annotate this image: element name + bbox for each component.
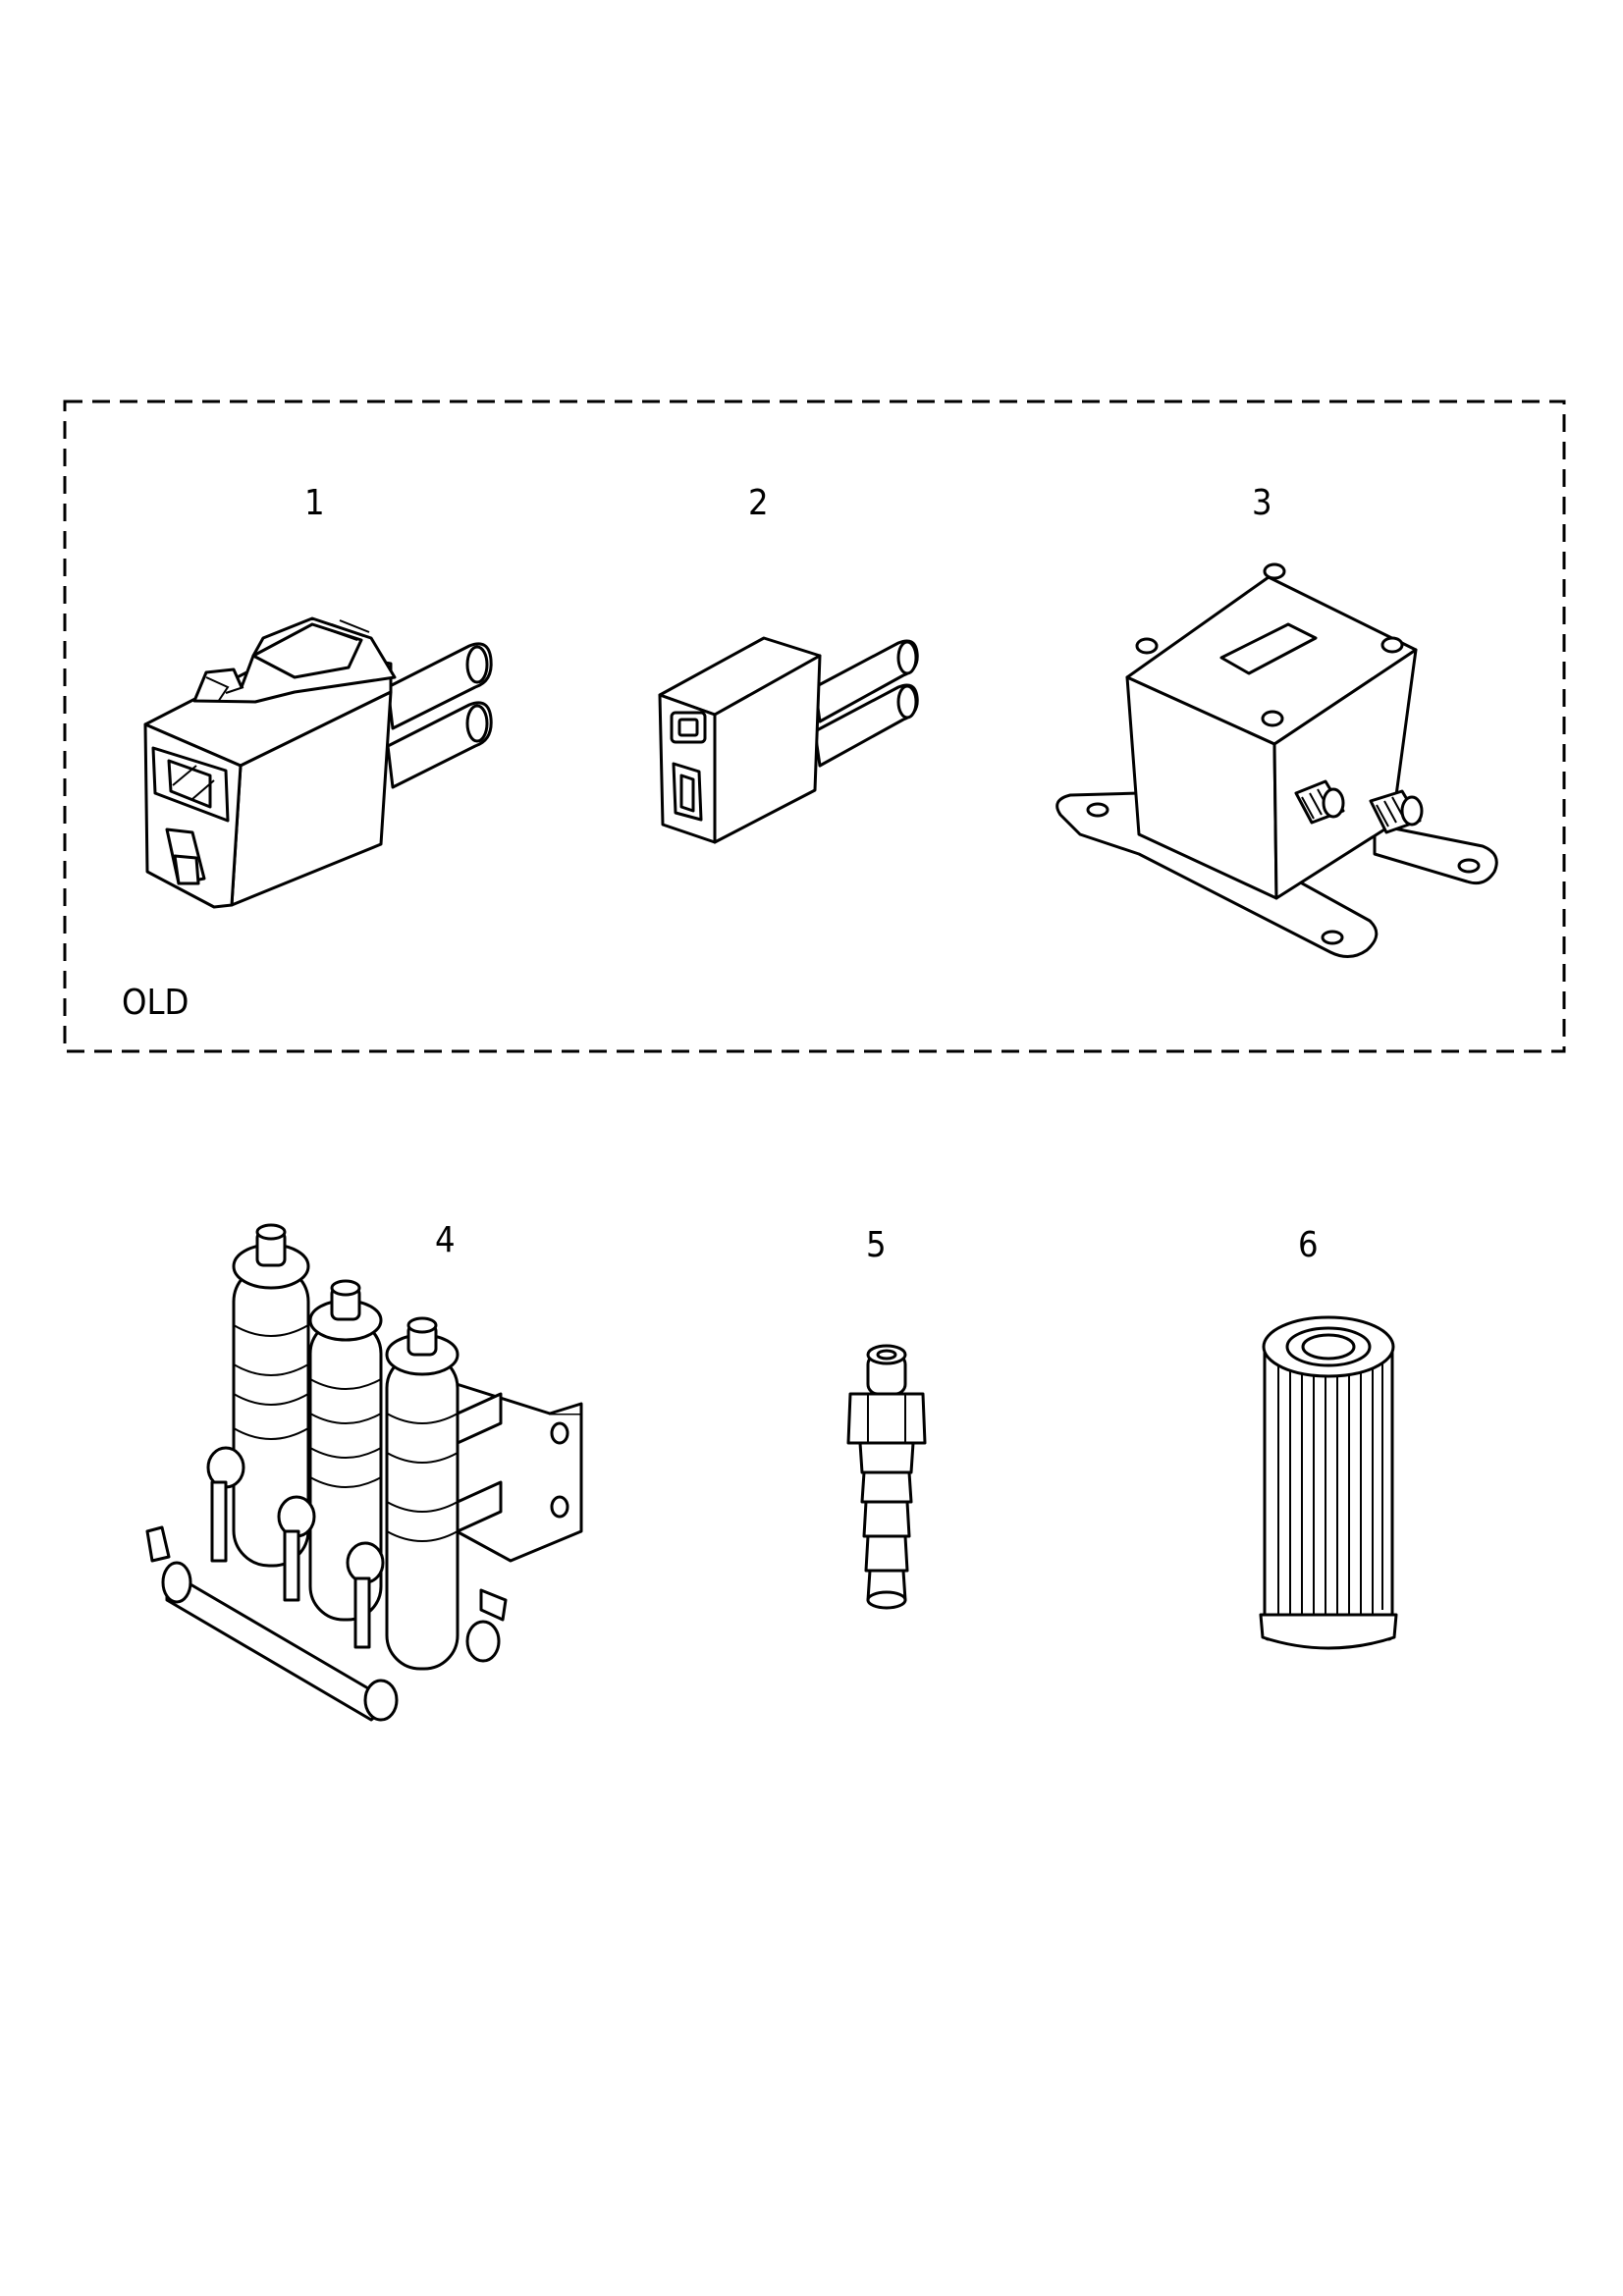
hose-fitting-icon (846, 1344, 927, 1610)
old-group-label: OLD (122, 983, 189, 1023)
part-number-4: 4 (435, 1220, 456, 1260)
part-number-1: 1 (304, 483, 325, 523)
connector-1pin-icon (658, 636, 919, 844)
part-number-5: 5 (866, 1225, 887, 1265)
part-number-6: 6 (1298, 1225, 1319, 1265)
part-number-2: 2 (748, 483, 769, 523)
box-with-mounting-bracket-icon (1055, 562, 1498, 958)
triple-cylinder-assembly-icon (145, 1223, 583, 1722)
part-number-3: 3 (1252, 483, 1272, 523)
cartridge-filter-icon (1259, 1315, 1398, 1650)
old-group-frame (63, 400, 1566, 1053)
connector-2pin-latch-icon (143, 616, 493, 909)
